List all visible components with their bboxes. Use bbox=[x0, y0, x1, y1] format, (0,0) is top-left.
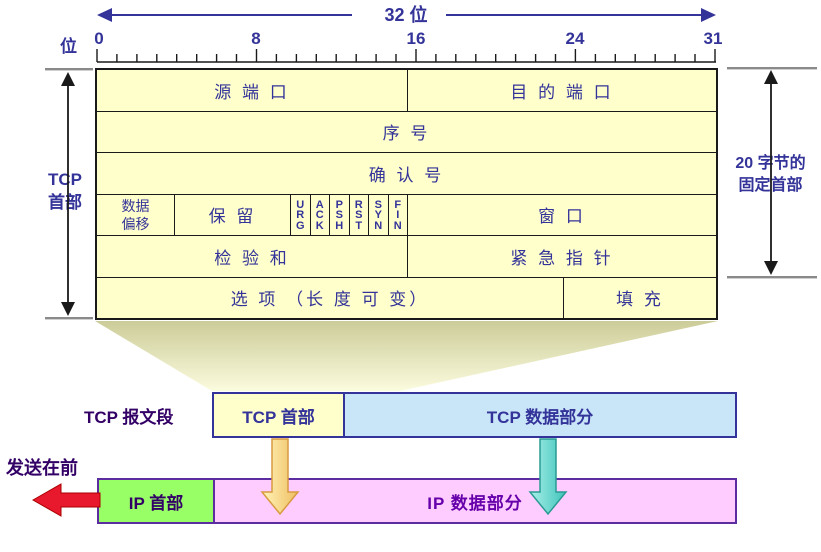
tick-label-24: 24 bbox=[565, 29, 585, 48]
tick-label-8: 8 bbox=[251, 29, 261, 48]
ip-data-cell: IP 数据部分 bbox=[215, 480, 735, 522]
field-options: 选 项 （长 度 可 变） bbox=[230, 290, 430, 310]
flag-ack: A C K bbox=[309, 194, 330, 235]
field-window: 窗 口 bbox=[407, 194, 716, 235]
tcp-header-table: 源 端 口 目 的 端 口 序 号 确 认 号 数据 偏移 保 留 U R G … bbox=[95, 68, 718, 320]
field-seq-no: 序 号 bbox=[382, 124, 431, 144]
tcp-segment-bar: TCP 首部 TCP 数据部分 bbox=[212, 392, 737, 438]
send-direction-arrow-icon bbox=[31, 483, 101, 517]
field-dest-port: 目 的 端 口 bbox=[407, 70, 716, 111]
row-flags: 数据 偏移 保 留 U R G A C K P S H R S T S Y N … bbox=[97, 193, 716, 235]
bit-ruler bbox=[96, 49, 716, 63]
field-reserved: 保 留 bbox=[174, 194, 290, 235]
tcp-segment-caption: TCP 报文段 bbox=[84, 408, 174, 427]
tcp-segment-header-cell: TCP 首部 bbox=[214, 394, 345, 436]
row-ports: 源 端 口 目 的 端 口 bbox=[97, 70, 716, 111]
ip-header-cell: IP 首部 bbox=[99, 480, 215, 522]
field-checksum: 检 验 和 bbox=[214, 248, 290, 268]
tick-label-16: 16 bbox=[406, 29, 426, 48]
field-source-port: 源 端 口 bbox=[214, 82, 290, 102]
flag-urg: U R G bbox=[290, 194, 310, 235]
field-ack-no: 确 认 号 bbox=[368, 165, 445, 185]
send-first-caption: 发送在前 bbox=[6, 458, 78, 478]
tick-label-31: 31 bbox=[703, 29, 723, 48]
field-data-offset: 数据 偏移 bbox=[121, 197, 150, 232]
row-checksum: 检 验 和 紧 急 指 针 bbox=[97, 235, 716, 277]
field-urgent-pointer: 紧 急 指 针 bbox=[407, 236, 716, 277]
row-ack: 确 认 号 bbox=[97, 152, 716, 194]
zoom-funnel-shape bbox=[95, 321, 718, 391]
row-seq: 序 号 bbox=[97, 110, 716, 153]
fixed-header-extent-label: 20 字节的 固定首部 bbox=[735, 155, 806, 194]
flag-syn: S Y N bbox=[368, 194, 388, 235]
tcp-header-extent-label: TCP 首部 bbox=[48, 170, 82, 212]
flag-fin: F I N bbox=[387, 194, 408, 235]
tcp-segment-data-cell: TCP 数据部分 bbox=[345, 394, 735, 436]
tick-label-0: 0 bbox=[94, 29, 104, 48]
flag-psh: P S H bbox=[329, 194, 349, 235]
bit-unit-label: 位 bbox=[60, 37, 77, 56]
row-options: 选 项 （长 度 可 变） 填 充 bbox=[97, 276, 716, 318]
field-padding: 填 充 bbox=[563, 277, 716, 318]
width-32bit-label: 32 位 bbox=[384, 5, 428, 25]
ip-packet-bar: IP 首部 IP 数据部分 bbox=[97, 478, 737, 524]
flag-rst: R S T bbox=[348, 194, 369, 235]
